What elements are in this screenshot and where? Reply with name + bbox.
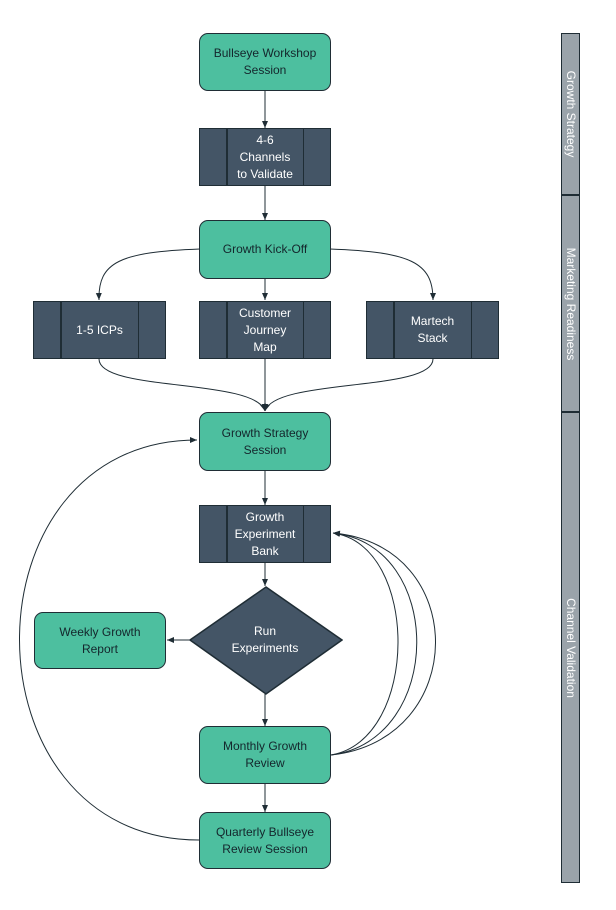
martech-stack-label: Martech Stack [410,314,455,345]
edge-icps-to-strategy [98,358,266,412]
lane-growth-strategy: Growth Strategy [561,33,580,195]
growth-strategy-session-node: Growth Strategy Session [199,412,331,471]
growth-strategy-session-label: Growth Strategy Session [221,425,309,457]
lane-channel-validation-label: Channel Validation [563,597,578,698]
quarterly-bullseye-review-label: Quarterly Bullseye Review Session [215,824,315,856]
edge-monthly-to-bank-3 [330,530,436,756]
weekly-growth-report-node: Weekly Growth Report [34,612,166,669]
growth-kickoff-node: Growth Kick-Off [199,220,331,279]
bullseye-workshop-session-node: Bullseye Workshop Session [199,33,331,91]
icps-node: 1-5 ICPs [33,301,166,359]
edge-monthly-to-bank-1 [330,531,399,756]
customer-journey-map-label: Customer Journey Map [238,305,291,354]
lane-growth-strategy-label: Growth Strategy [563,70,578,158]
lane-channel-validation: Channel Validation [561,412,580,883]
lane-marketing-readiness: Marketing Readiness [561,195,580,412]
growth-kickoff-label: Growth Kick-Off [222,242,308,256]
icps-label: 1-5 ICPs [76,322,123,337]
run-experiments-label: Run Experiments [231,624,299,655]
edge-quarterly-to-strategy [19,437,200,841]
monthly-growth-review-label: Monthly Growth Review [222,739,308,770]
bullseye-workshop-session-label: Bullseye Workshop Session [213,46,317,77]
growth-experiment-bank-label: Growth Experiment Bank [234,509,296,558]
run-experiments-diamond [189,586,343,695]
edge-martech-to-strategy [264,358,434,412]
customer-journey-map-node: Customer Journey Map [199,301,331,359]
channels-to-validate-node: 4-6 Channels to Validate [199,128,331,186]
lane-marketing-readiness-label: Marketing Readiness [563,247,578,360]
edge-monthly-to-bank-2 [330,530,418,756]
edge-kickoff-to-icps [95,248,201,301]
channels-to-validate-label: 4-6 Channels to Validate [237,132,293,181]
weekly-growth-report-label: Weekly Growth Report [59,624,141,656]
martech-stack-node: Martech Stack [366,301,499,359]
monthly-growth-review-node: Monthly Growth Review [199,726,331,784]
quarterly-bullseye-review-node: Quarterly Bullseye Review Session [199,812,331,869]
growth-experiment-bank-node: Growth Experiment Bank [199,505,331,563]
edge-kickoff-to-martech [329,248,436,301]
